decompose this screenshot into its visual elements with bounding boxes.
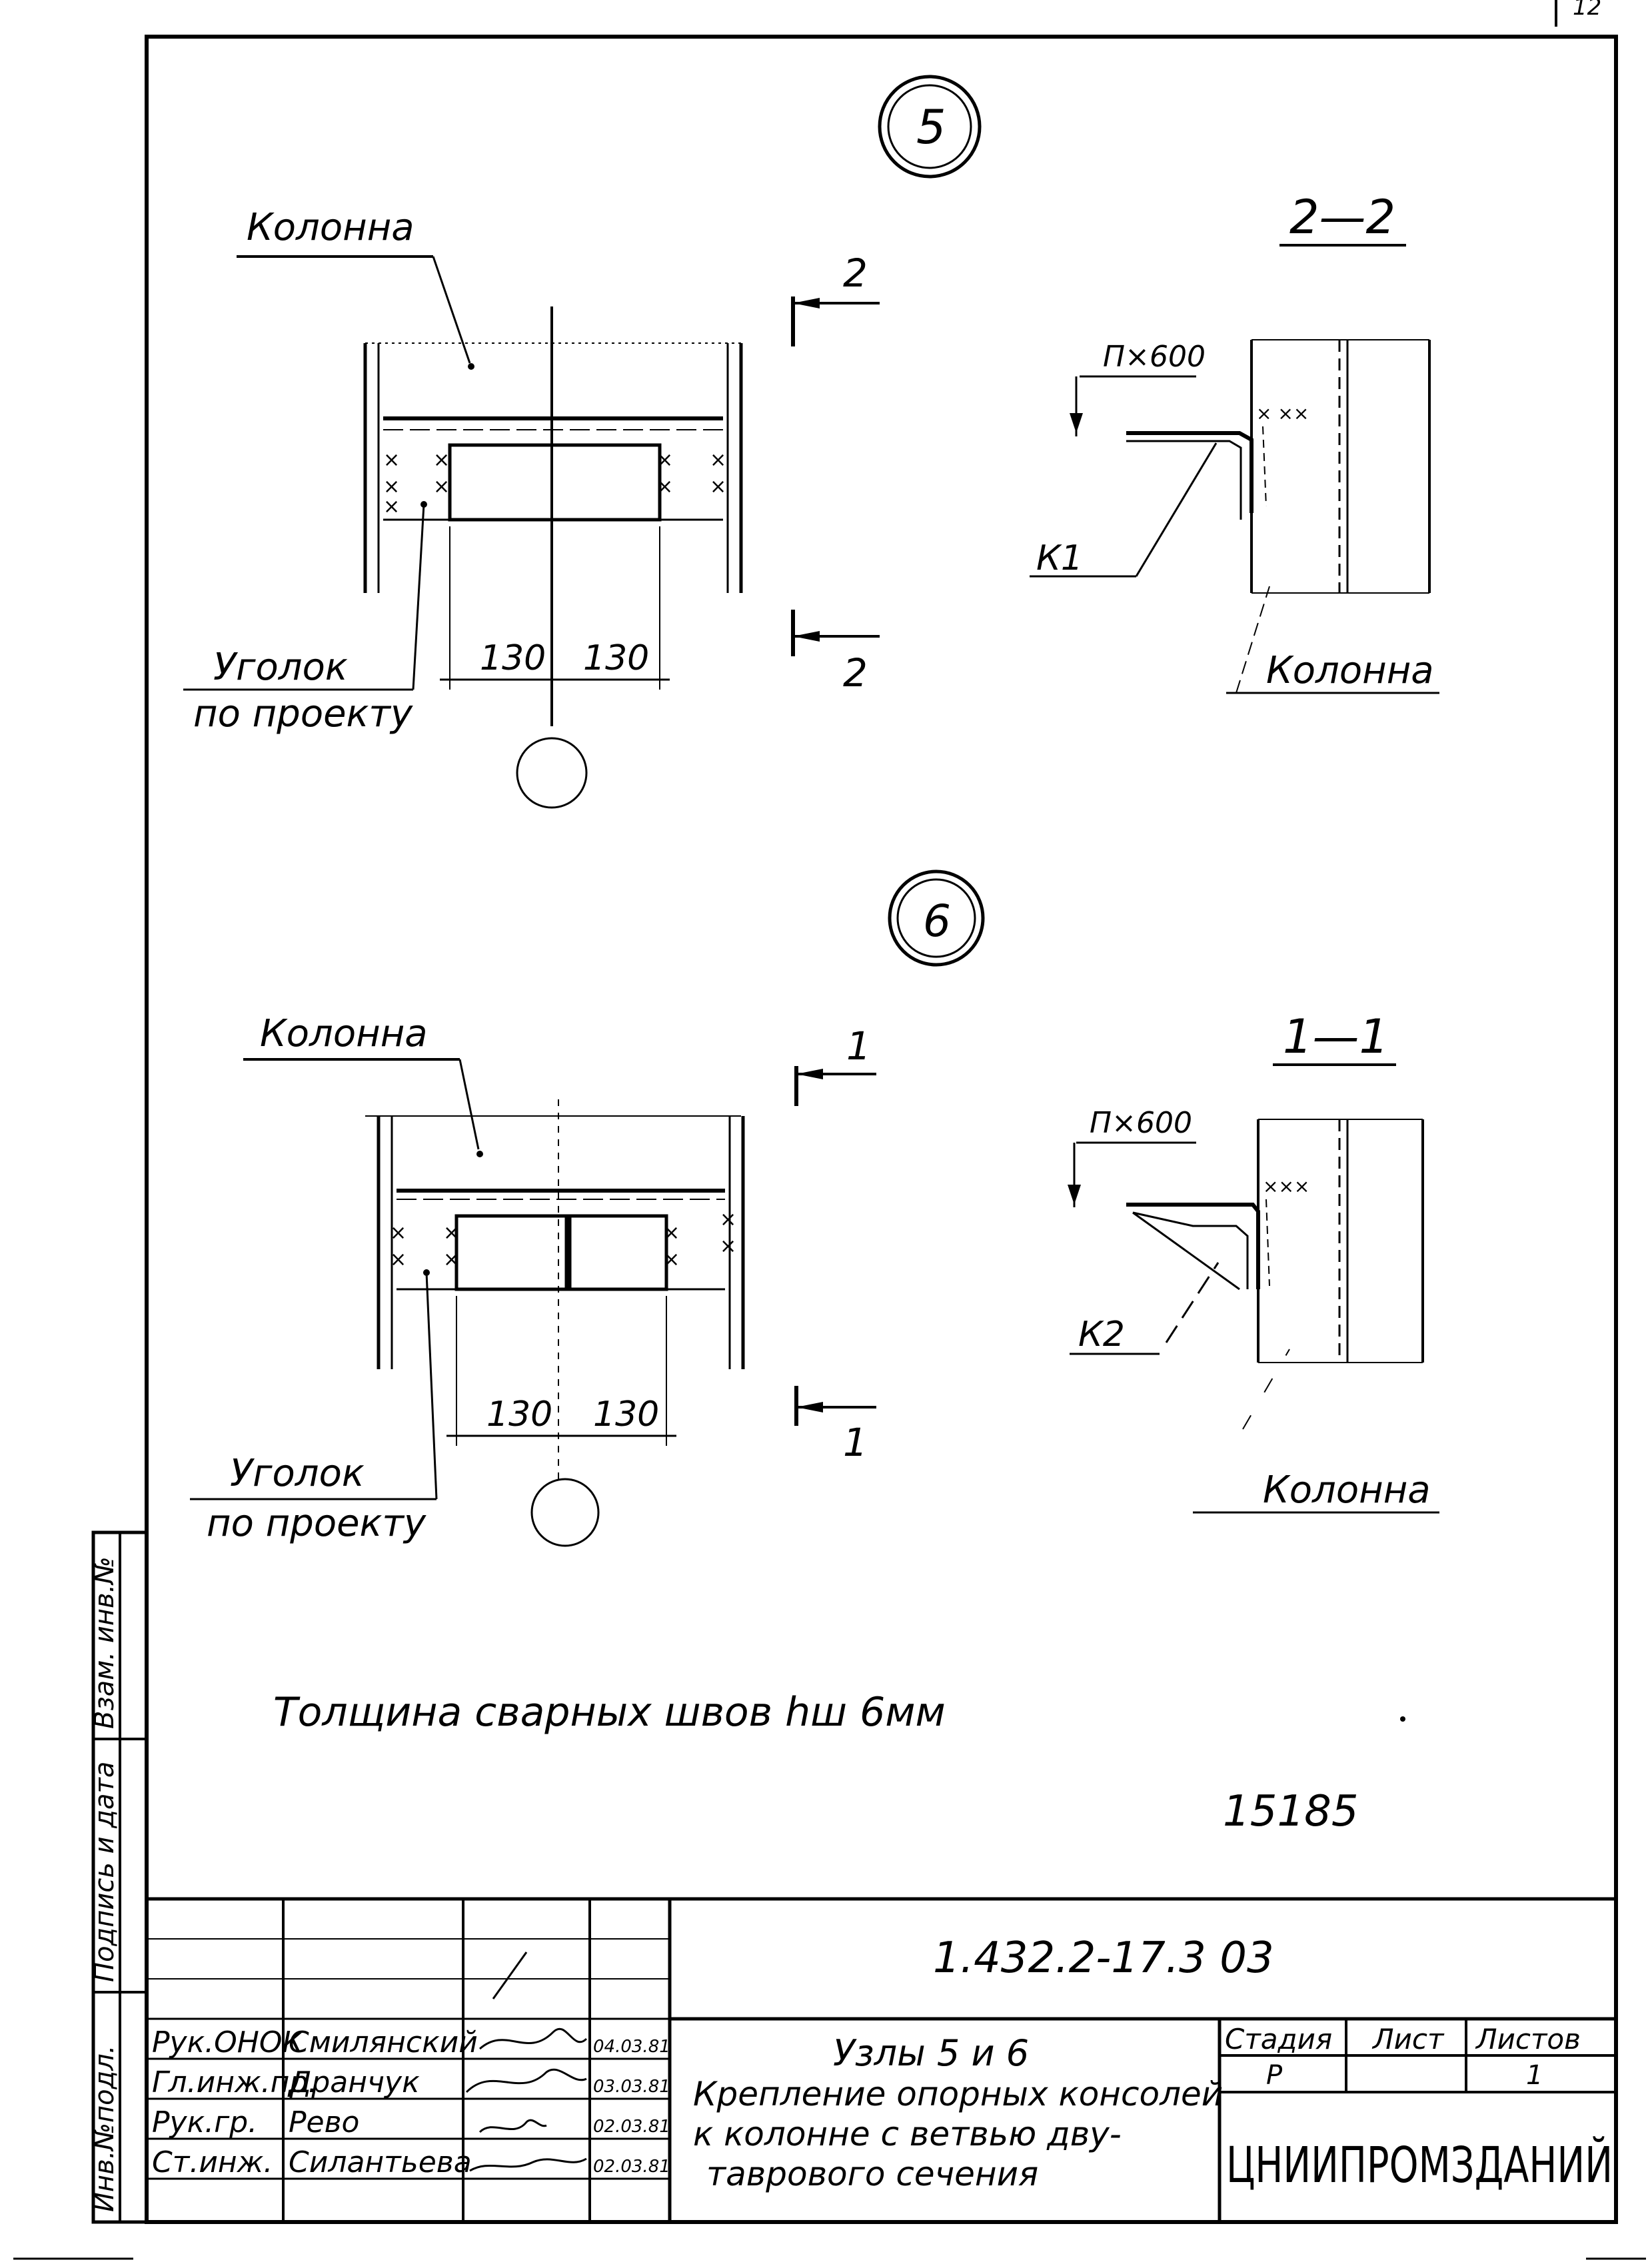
svg-text:×: × (383, 448, 400, 472)
node-6-angle-label-1: Уголок (230, 1452, 365, 1495)
page-mark: 12 (1573, 0, 1601, 21)
node-6-circle (888, 869, 985, 967)
node-6-number: 6 (923, 895, 951, 947)
title-block: Рук.ОНОК Смилянский 04.03.81 Гл.инж.пр. … (147, 1897, 1616, 2222)
tb-row-2-name: Дранчук (287, 2065, 420, 2099)
weld-thickness-note: Толщина сварных швов hш 6мм (273, 1689, 946, 1736)
signature-3 (478, 2119, 547, 2133)
svg-text:×: × (656, 448, 673, 472)
node-5-dim-right: 130 (583, 638, 649, 678)
node-6-dim-left: 130 (486, 1395, 552, 1434)
handwritten-number: 15185 (1223, 1787, 1359, 1836)
svg-text:×: × (443, 1248, 460, 1271)
stage-header: Стадия (1225, 2023, 1332, 2055)
svg-text:×: × (656, 475, 673, 498)
svg-text:×: × (433, 448, 450, 472)
sheets-header: Листов (1475, 2023, 1581, 2055)
svg-text:×: × (663, 1221, 680, 1245)
section-1-1-column-label: Колонна (1263, 1468, 1431, 1512)
node-6-dim-right: 130 (593, 1395, 659, 1434)
signature-4 (469, 2157, 587, 2172)
tb-row-4-role: Ст.инж. (152, 2145, 273, 2179)
section-2-2-dim: П×600 (1103, 340, 1206, 374)
tb-row-3-role: Рук.гр. (152, 2105, 257, 2139)
svg-text:×: × (383, 495, 400, 518)
stage-value: Р (1266, 2060, 1283, 2091)
svg-text:×: × (720, 1208, 736, 1231)
node-5-angle-label-2: по проекту (193, 692, 413, 736)
section-2-2-part: К1 (1036, 538, 1083, 578)
node-5-dim-left: 130 (480, 638, 546, 678)
node-5: 5 Колонна × × × × × × × × × 130 130 (183, 75, 982, 809)
section-1-1: 1—1 ××× П×600 К2 Колонна (1068, 1009, 1439, 1514)
drawing-title-line4: таврового сечения (706, 2155, 1038, 2193)
svg-text:×: × (663, 1248, 680, 1271)
node-5-cut-top: 2 (843, 251, 868, 296)
tb-row-2-role: Гл.инж.пр. (152, 2065, 317, 2099)
side-podpis-data: Подпись и дата (89, 1762, 120, 1982)
node-5-number: 5 (916, 100, 946, 155)
svg-text:×××: ××× (1263, 1175, 1309, 1197)
svg-text:×: × (390, 1248, 407, 1271)
tb-row-3-date: 02.03.81 (593, 2117, 670, 2137)
organization-name: ЦНИИПРОМЗДАНИЙ (1226, 2135, 1613, 2194)
tb-row-1-name: Смилянский (289, 2025, 478, 2059)
node-6-cut-top: 1 (846, 1023, 871, 1069)
section-1-1-dim: П×600 (1090, 1106, 1192, 1140)
tb-row-2-date: 03.03.81 (593, 2077, 670, 2097)
node-6-angle-label-2: по проекту (207, 1502, 426, 1545)
node-5-column-label: Колонна (247, 206, 414, 249)
svg-text:×: × (433, 475, 450, 498)
drawing-title-line1: Узлы 5 и 6 (833, 2032, 1029, 2074)
svg-text:×: × (390, 1221, 407, 1245)
section-2-2-column-label: Колонна (1266, 649, 1434, 692)
signature-1 (479, 2027, 588, 2050)
tb-row-1-role: Рук.ОНОК (152, 2025, 304, 2059)
side-vzam-inv: Взам. инв.№ (89, 1556, 120, 1729)
section-1-1-title: 1—1 (1283, 1009, 1389, 1064)
drawing-title-line3: к колонне с ветвью дву- (693, 2115, 1122, 2153)
tb-row-4-name: Силантьева (289, 2145, 472, 2179)
svg-text:×: × (443, 1221, 460, 1245)
node-6: 6 Колонна × × × × × × × × 130 130 Уголок… (190, 869, 985, 1547)
tb-row-1-date: 04.03.81 (593, 2037, 670, 2057)
node-6-column-label: Колонна (260, 1012, 428, 1055)
svg-text:×: × (720, 1235, 736, 1258)
drawing-frame (145, 35, 1618, 2224)
doc-code: 1.432.2-17.3 03 (933, 1934, 1274, 1983)
svg-text:×: × (710, 448, 726, 472)
signature-2 (465, 2068, 587, 2093)
node-5-cut-bottom: 2 (843, 650, 868, 696)
section-2-2-title: 2—2 (1289, 190, 1395, 245)
section-2-2: 2—2 × ×× П×600 К1 Колонна (1030, 190, 1439, 694)
svg-text:×: × (383, 475, 400, 498)
svg-text:×: × (710, 475, 726, 498)
node-5-circle (878, 75, 982, 179)
sheets-value: 1 (1526, 2060, 1543, 2091)
side-stamp: Инв.№подл. Подпись и дата Взам. инв.№ (89, 1530, 149, 2224)
side-inv-podl: Инв.№подл. (89, 2045, 120, 2212)
node-6-cut-bottom: 1 (843, 1420, 868, 1465)
tb-row-4-date: 02.03.81 (593, 2157, 670, 2177)
node-5-angle-label-1: Уголок (213, 646, 348, 689)
tb-row-3-name: Рево (289, 2105, 359, 2139)
sheet-header: Лист (1371, 2023, 1445, 2055)
drawing-title-line2: Крепление опорных консолей (693, 2075, 1223, 2113)
section-1-1-part: К2 (1078, 1315, 1125, 1355)
svg-text:× ××: × ×× (1256, 402, 1309, 424)
